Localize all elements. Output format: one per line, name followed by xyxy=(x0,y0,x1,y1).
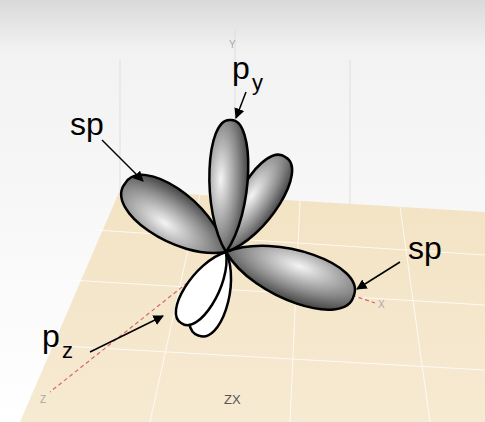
axis-label: Y xyxy=(229,40,236,50)
py-lobe xyxy=(207,119,250,252)
sp-lobe xyxy=(218,228,362,321)
orbital-lobes xyxy=(110,119,362,341)
orbital-label: sp xyxy=(408,232,442,264)
axis-label: X xyxy=(378,300,385,310)
axis-label: Z xyxy=(40,395,46,405)
leader-arrows xyxy=(90,92,400,352)
plane-grid xyxy=(45,195,485,422)
orbital-label: p xyxy=(232,52,250,84)
plane-label: ZX xyxy=(224,393,241,406)
orbital-label: p xyxy=(42,320,60,352)
orbital-subscript: y xyxy=(252,72,263,94)
orbital-label: sp xyxy=(70,108,104,140)
orbital-subscript: z xyxy=(62,340,73,362)
